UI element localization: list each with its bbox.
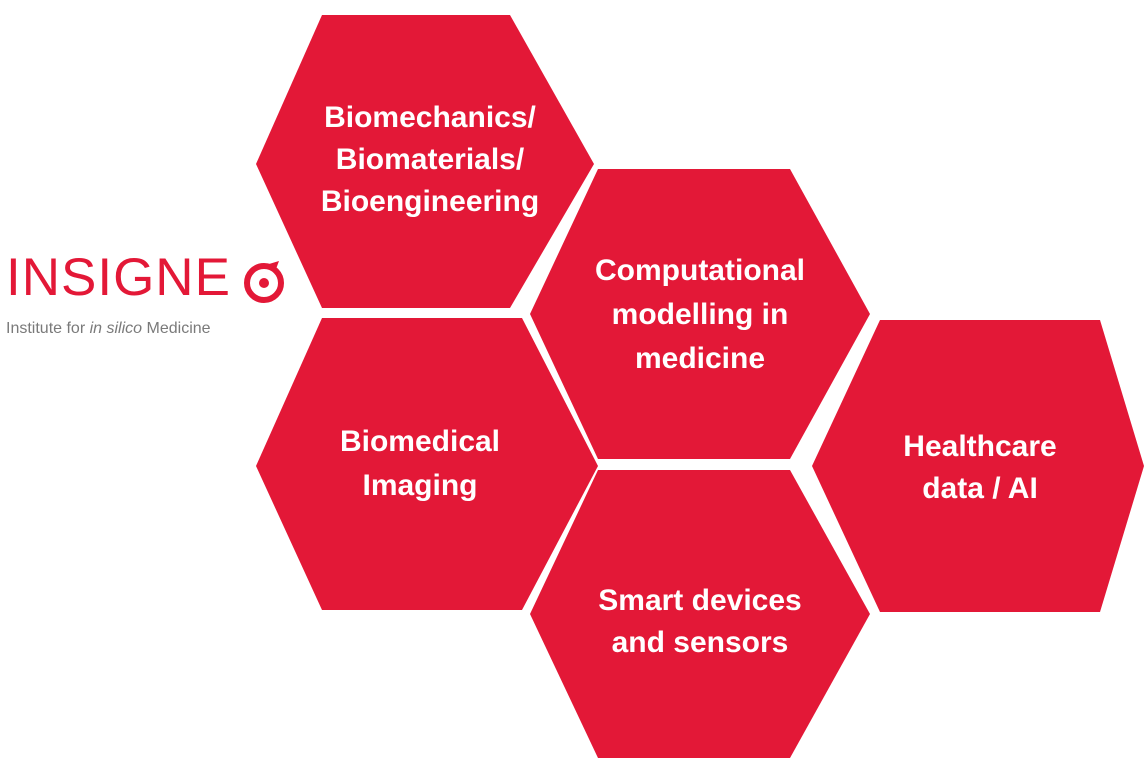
- hexagon-label-computational: Computational modelling in medicine: [595, 254, 805, 375]
- hexagon-label-healthcare: Healthcare data / AI: [903, 430, 1057, 505]
- logo-tagline: Institute for in silico Medicine: [6, 320, 211, 338]
- hexagon-healthcare: [812, 320, 1144, 612]
- tagline-italic: in silico: [89, 320, 143, 337]
- insigneo-logo: INSIGNE Institute for in silico Medicine: [6, 248, 306, 348]
- tagline-prefix: Institute for: [6, 320, 90, 337]
- logo-wordmark: INSIGNE: [6, 248, 231, 307]
- hexagon-label-smart-devices: Smart devices and sensors: [598, 584, 802, 659]
- hexagon-imaging: [256, 318, 598, 610]
- hexagon-label-biomechanics: Biomechanics/ Biomaterials/ Bioengineeri…: [320, 101, 540, 218]
- logo-target-o-icon: [244, 261, 284, 303]
- hexagon-biomechanics: [256, 15, 594, 308]
- hexagon-smart-devices: [530, 470, 870, 758]
- hexagon-computational: [530, 169, 870, 459]
- hexagon-label-imaging: Biomedical Imaging: [339, 425, 501, 502]
- tagline-suffix: Medicine: [142, 320, 211, 337]
